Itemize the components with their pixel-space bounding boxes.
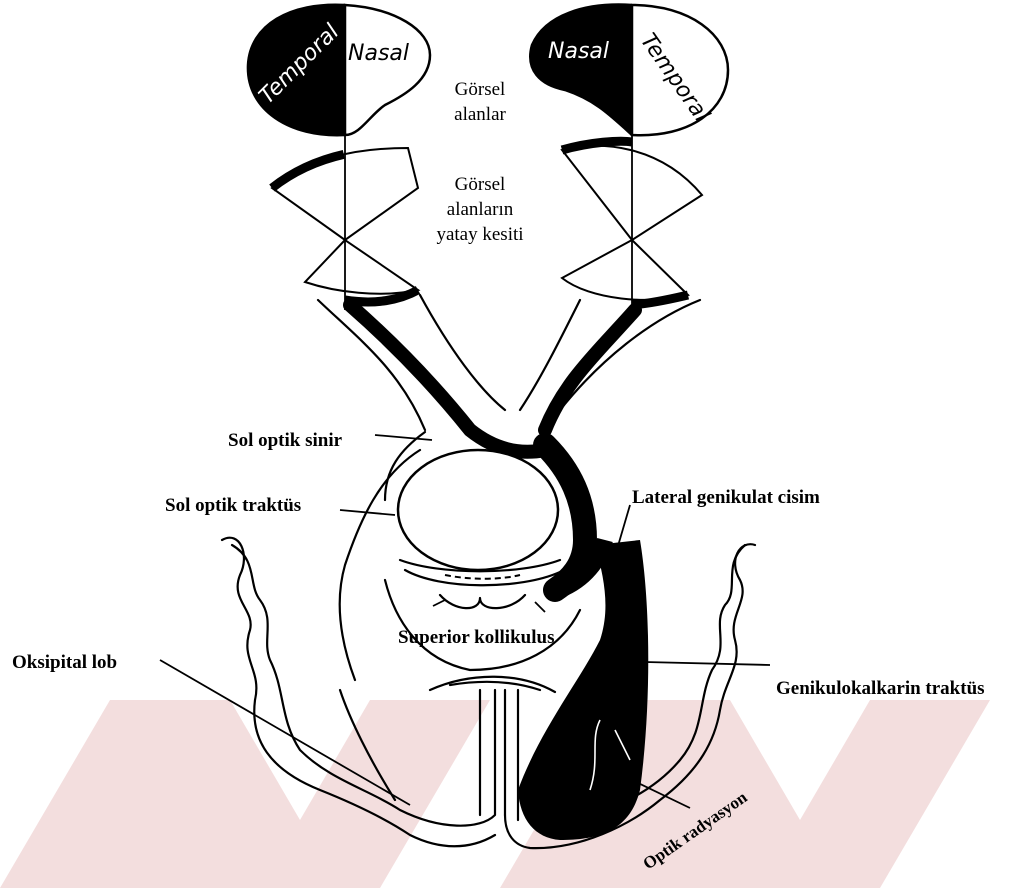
left-visual-field: Temporal Nasal [248,5,430,135]
optic-nerves [318,295,700,452]
section-caption-line-3: yatay kesiti [436,224,523,245]
geniculocalcarine-tract-label: Genikulokalkarin traktüs [776,678,985,699]
section-caption-line-1: Görsel [455,174,506,195]
right-visual-field: Nasal Temporal [530,5,728,136]
right-field-nasal-label: Nasal [548,39,609,64]
occipital-lobe-label: Oksipital lob [12,652,117,673]
caption-line-1: Görsel [455,79,506,100]
left-optic-nerve-label: Sol optik sinir [228,430,343,451]
caption-line-2: alanlar [454,104,506,125]
section-caption-line-2: alanların [447,199,514,220]
superior-colliculus-label: Superior kollikulus [398,627,554,648]
lateral-geniculate-label: Lateral genikulat cisim [632,487,820,508]
horizontal-section-caption: Görsel alanların yatay kesiti [436,174,523,245]
visual-fields-caption: Görsel alanlar [454,79,506,125]
left-optic-tract-label: Sol optik traktüs [165,495,301,516]
left-field-nasal-label: Nasal [348,41,409,66]
midbrain [385,450,580,692]
